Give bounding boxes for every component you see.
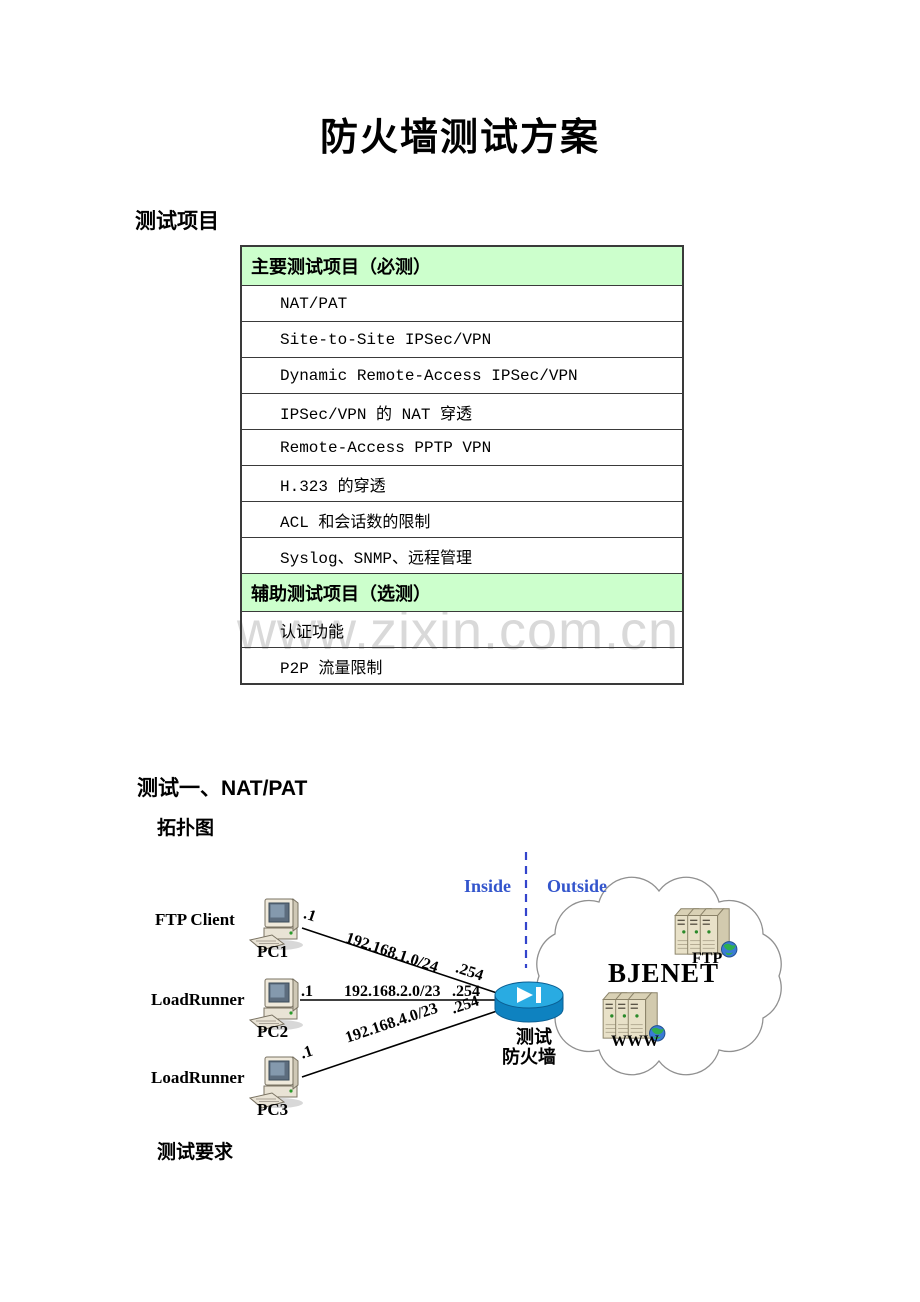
table-row: Remote-Access PPTP VPN: [242, 429, 682, 465]
subheading-topology: 拓扑图: [157, 818, 215, 839]
zone-label-inside: Inside: [464, 876, 512, 896]
test-items-table: 主要测试项目（必测） NAT/PAT Site-to-Site IPSec/VP…: [240, 245, 684, 685]
table-row: P2P 流量限制: [242, 647, 682, 683]
table-row: Site-to-Site IPSec/VPN: [242, 321, 682, 357]
node-name-label: PC3: [257, 1100, 289, 1119]
bar-symbol: [536, 987, 541, 1003]
zone-label-outside: Outside: [547, 876, 608, 896]
link2-subnet-label: 192.168.2.0/23: [344, 983, 441, 1000]
table-row: H.323 的穿透: [242, 465, 682, 501]
firewall-label-line2: 防火墙: [502, 1047, 556, 1067]
link1-far-address: .254: [453, 959, 486, 985]
cloud-name: BJENET: [608, 958, 720, 988]
table-row: 认证功能: [242, 611, 682, 647]
table-group-header: 辅助测试项目（选测）: [242, 573, 682, 611]
link2-near-address: .1: [301, 983, 313, 1000]
node-role-label: FTP Client: [155, 910, 235, 929]
table-row: ACL 和会话数的限制: [242, 501, 682, 537]
ftp-server-label: FTP: [692, 950, 723, 967]
node-name-label: PC1: [257, 942, 289, 961]
link1-subnet-label: 192.168.1.0/24: [343, 929, 441, 977]
page-title: 防火墙测试方案: [319, 117, 600, 159]
link2-far-address: .254: [452, 983, 480, 1000]
node-role-label: LoadRunner: [151, 1068, 245, 1087]
play-symbol: [517, 987, 533, 1003]
table-group-header: 主要测试项目（必测）: [242, 247, 682, 285]
link3-subnet-label: 192.168.4.0/23: [343, 999, 441, 1047]
node-name-label: PC2: [257, 1022, 289, 1041]
subheading-requirements: 测试要求: [157, 1142, 234, 1163]
node-role-label: LoadRunner: [151, 990, 245, 1009]
firewall-label-line1: 测试: [516, 1027, 552, 1047]
www-server-label: WWW: [611, 1033, 659, 1050]
link1-near-address: .1: [301, 905, 319, 926]
table-row: IPSec/VPN 的 NAT 穿透: [242, 393, 682, 429]
table-row: Dynamic Remote-Access IPSec/VPN: [242, 357, 682, 393]
section-heading-test-items: 测试项目: [135, 210, 219, 233]
section-heading-test-one: 测试一、NAT/PAT: [137, 777, 308, 800]
table-row: Syslog、SNMP、远程管理: [242, 537, 682, 573]
table-row: NAT/PAT: [242, 285, 682, 321]
firewall-icon: [494, 981, 564, 1023]
